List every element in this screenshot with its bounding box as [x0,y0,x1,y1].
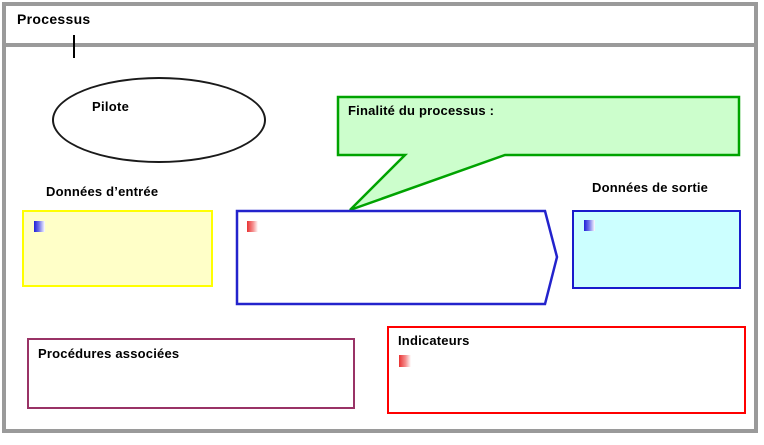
output-data-label: Données de sortie [592,180,709,195]
text-cursor [73,35,75,58]
purpose-callout-label: Finalité du processus : [348,103,495,118]
input-data-box[interactable] [22,210,213,287]
outer-frame [2,2,758,433]
output-data-box[interactable] [572,210,741,289]
title-bar-divider [2,43,758,47]
red-bullet-icon [247,221,258,232]
process-arrow-shape[interactable] [235,209,561,307]
procedures-box[interactable]: Procédures associées [27,338,355,409]
pilot-label: Pilote [92,99,130,114]
indicators-box[interactable]: Indicateurs [387,326,746,414]
pilot-ellipse-shape[interactable] [52,77,266,163]
purpose-callout-shape[interactable] [336,95,742,215]
indicators-label: Indicateurs [398,333,470,348]
blue-bullet-icon [34,221,45,232]
page-title: Processus [17,11,91,27]
procedures-label: Procédures associées [38,346,180,361]
blue-bullet-icon [584,220,595,231]
input-data-label: Données d’entrée [46,184,159,199]
red-bullet-icon [399,355,411,367]
